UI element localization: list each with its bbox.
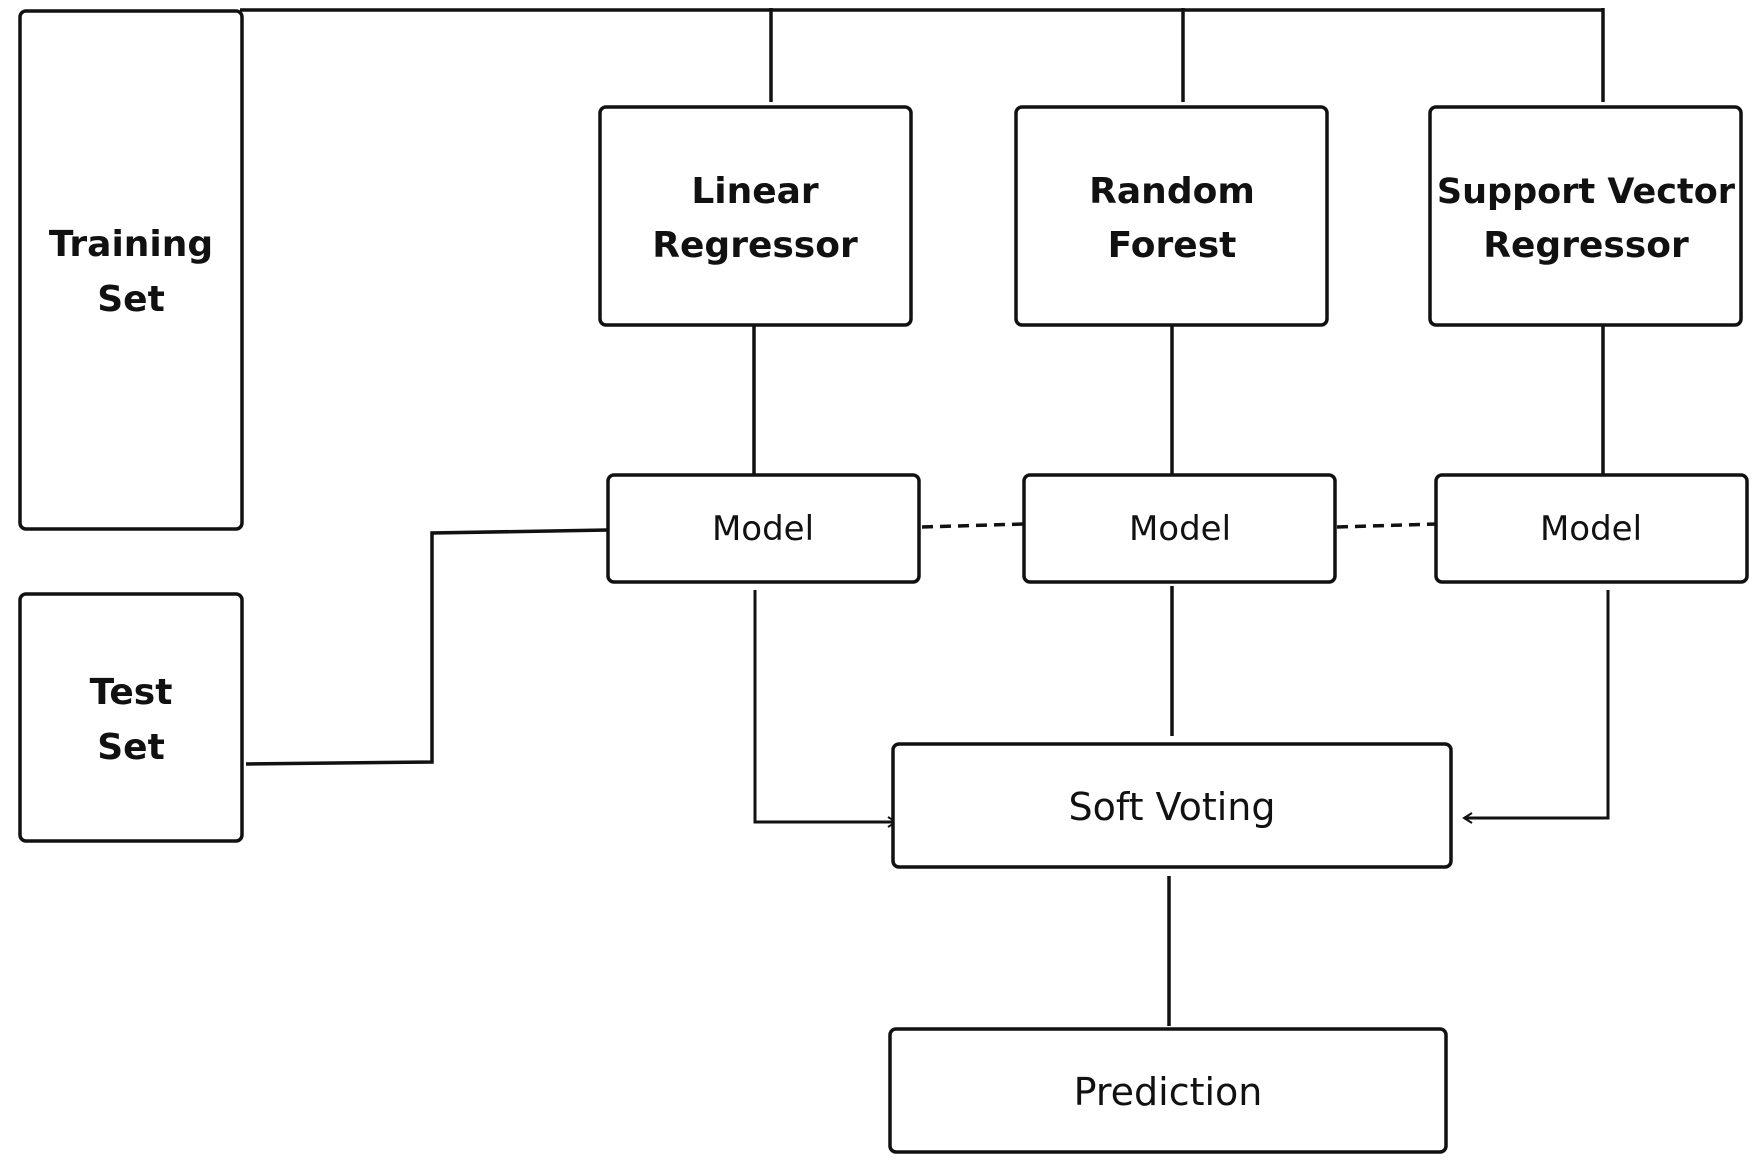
training-set-box — [18, 9, 244, 531]
regressor-linear-node: Linear Regressor — [598, 105, 913, 327]
soft-voting-node: Soft Voting — [891, 742, 1453, 869]
soft-voting-label: Soft Voting — [1068, 785, 1275, 829]
model-box-3 — [1434, 473, 1749, 584]
model-label-2: Model — [1129, 509, 1231, 549]
random-forest-label-line2: Forest — [1108, 225, 1237, 266]
model-link-dashed-1 — [921, 522, 1025, 529]
regressor-svr-node: Support Vector Regressor — [1428, 105, 1743, 327]
test-set-label-line2: Set — [97, 727, 165, 768]
random-forest-label-line1: Random — [1089, 171, 1255, 212]
model-node-1: Model — [606, 473, 921, 584]
model-box-2 — [1022, 473, 1337, 584]
connectors — [240, 8, 1610, 1026]
test-set-box — [18, 592, 244, 843]
linear-regressor-box — [598, 105, 913, 327]
test-set-to-model — [245, 528, 609, 766]
model-label-1: Model — [712, 509, 814, 549]
test-set-node: Test Set — [18, 592, 244, 843]
model-node-2: Model — [1022, 473, 1337, 584]
svr-label-line1: Support Vector — [1437, 172, 1736, 212]
prediction-label: Prediction — [1074, 1070, 1263, 1114]
soft-voting-box — [891, 742, 1453, 869]
model-1-to-soft-voting — [753, 590, 898, 828]
model-label-3: Model — [1540, 509, 1642, 549]
linear-regressor-label-line2: Regressor — [652, 225, 858, 266]
model-3-to-soft-voting — [1462, 590, 1610, 824]
regressor-random-forest-node: Random Forest — [1014, 105, 1329, 327]
test-set-label-line1: Test — [90, 672, 173, 713]
prediction-box — [888, 1027, 1448, 1154]
prediction-node: Prediction — [888, 1027, 1448, 1154]
training-set-label-line1: Training — [49, 224, 213, 265]
linear-regressor-label-line1: Linear — [691, 171, 819, 212]
training-set-label-line2: Set — [97, 279, 165, 320]
training-set-node: Training Set — [18, 9, 244, 531]
model-box-1 — [606, 473, 921, 584]
random-forest-box — [1014, 105, 1329, 327]
model-node-3: Model — [1434, 473, 1749, 584]
svr-box — [1428, 105, 1743, 327]
svr-label-line2: Regressor — [1483, 225, 1689, 266]
model-link-dashed-2 — [1336, 522, 1438, 529]
